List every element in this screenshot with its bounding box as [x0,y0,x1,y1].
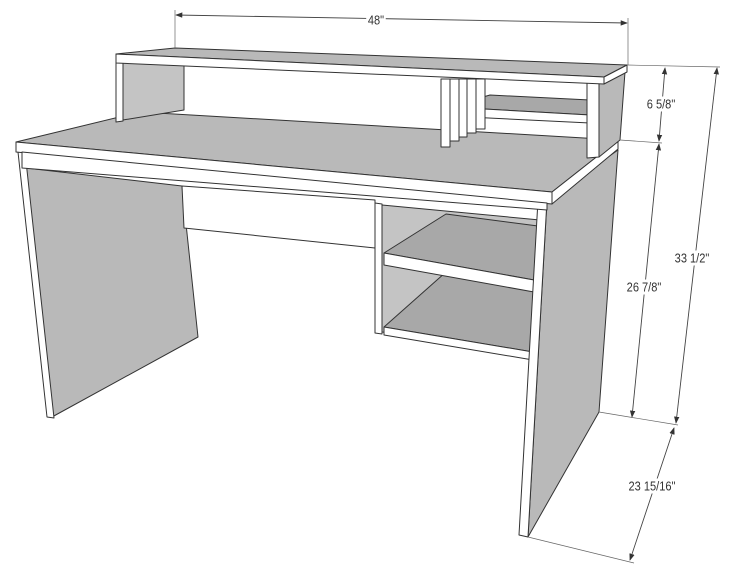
depth-label: 23 15/16" [626,478,678,494]
hutch-slats [440,78,486,148]
drawer-panel [181,185,376,249]
left-leg [17,151,199,419]
hutch [115,47,628,159]
total-height-label: 33 1/2" [672,250,712,266]
width-label: 48" [366,12,386,28]
apron [21,151,548,211]
right-cabinet [374,202,541,361]
desk-height-label: 26 7/8" [624,279,664,295]
hutch-height-label: 6 5/8" [645,96,677,112]
